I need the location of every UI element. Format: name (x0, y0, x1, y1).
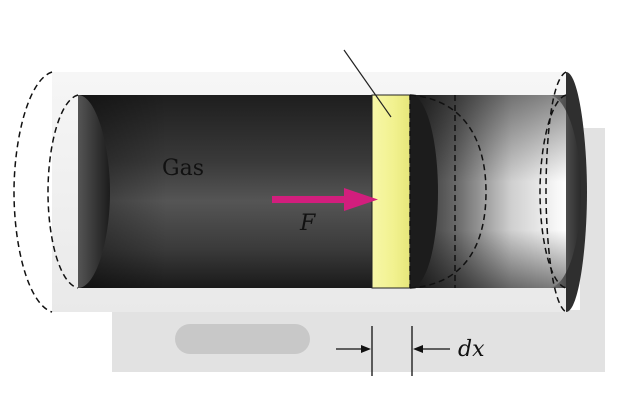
force-label: F (299, 211, 316, 236)
gas-region (78, 95, 374, 288)
dx-arrowhead-right (413, 345, 423, 353)
force-arrow (272, 188, 378, 211)
dx-arrowhead-left (361, 345, 371, 353)
gas-label: Gas (162, 156, 204, 181)
dx-label: dx (458, 337, 485, 362)
open-region (410, 95, 581, 288)
dashed-outlines (13, 71, 567, 313)
piston-pointer-line (343, 49, 392, 118)
piston (371, 94, 411, 289)
